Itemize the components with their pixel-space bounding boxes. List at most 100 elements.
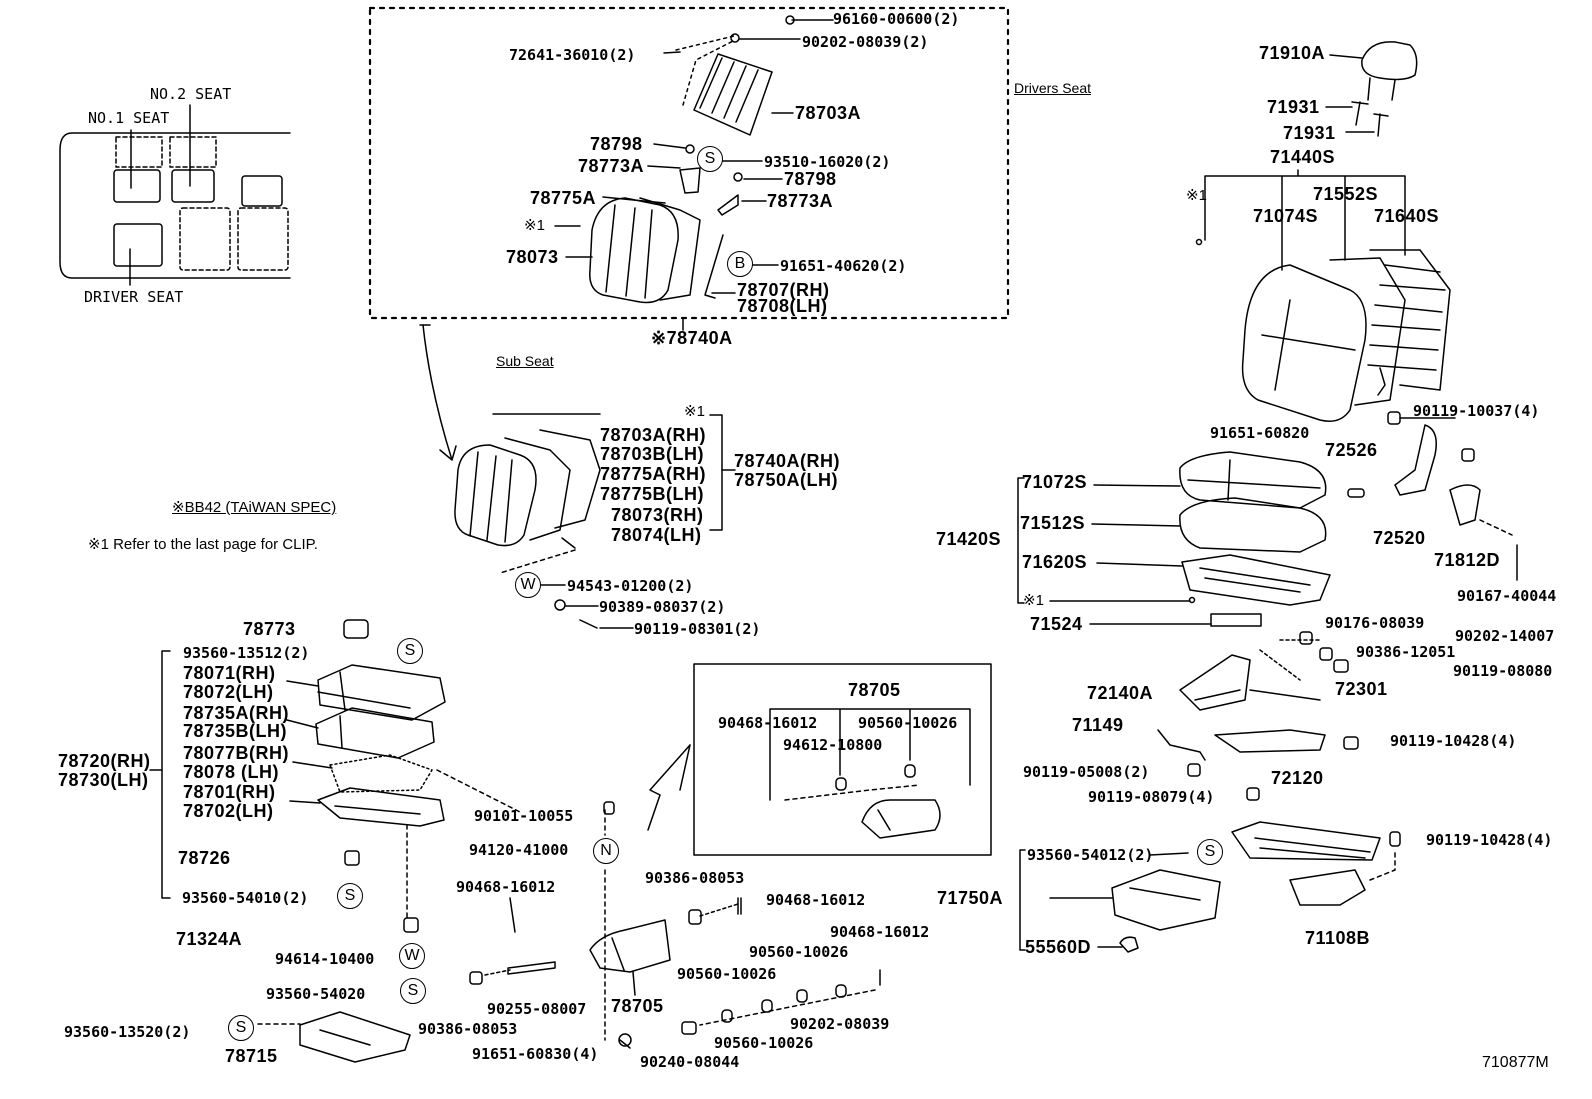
part-78703A-rh: 78703A(RH) <box>600 425 707 445</box>
locator-no1-seat: NO.1 SEAT <box>88 109 170 127</box>
part-72140A: 72140A <box>1087 683 1154 703</box>
part-90560-c: 90560-10026 <box>714 1034 814 1052</box>
sub-seat-title: Sub Seat <box>496 353 554 369</box>
part-78775B-lh: 78775B(LH) <box>600 484 705 504</box>
part-90389: 90389-08037(2) <box>599 598 726 616</box>
part-78077B: 78077B(RH) <box>183 743 290 763</box>
part-78715: 78715 <box>225 1046 278 1066</box>
part-71524: 71524 <box>1030 614 1083 634</box>
part-93560-54010: 93560-54010(2) <box>182 889 309 907</box>
part-71149: 71149 <box>1072 715 1124 735</box>
part-90119-08080: 90119-08080 <box>1453 662 1553 680</box>
locator-driver-seat: DRIVER SEAT <box>84 288 184 306</box>
clip-note: ※1 Refer to the last page for CLIP. <box>88 536 318 553</box>
part-90119-10428-a: 90119-10428(4) <box>1390 732 1517 750</box>
part-90167: 90167-40044 <box>1457 587 1557 605</box>
part-71420S: 71420S <box>936 529 1002 549</box>
part-78773: 78773 <box>243 619 296 639</box>
drivers-seat-title: Drivers Seat <box>1014 80 1092 96</box>
part-93560-13520: 93560-13520(2) <box>64 1023 191 1041</box>
part-90386-b: 90386-08053 <box>418 1020 518 1038</box>
part-90468-a: 90468-16012 <box>456 878 556 896</box>
symbol-s-left-2: S <box>337 883 363 909</box>
part-71440S: 71440S <box>1270 147 1336 167</box>
part-90119-05008: 90119-05008(2) <box>1023 763 1150 781</box>
part-78703A: 78703A <box>795 103 862 123</box>
inset-part-94612: 94612-10800 <box>783 736 883 754</box>
flow-arrow-1 <box>422 324 457 461</box>
part-78773A-b: 78773A <box>767 191 834 211</box>
part-78073: 78073 <box>506 247 559 267</box>
drivers-seat-box <box>368 6 1010 331</box>
part-78730: 78730(LH) <box>58 770 149 790</box>
part-93510: 93510-16020(2) <box>764 153 891 171</box>
driver-seat-assembly <box>1017 41 1518 953</box>
inset-part-90468: 90468-16012 <box>718 714 818 732</box>
clip-mark-sub: ※1 <box>684 403 705 420</box>
part-90240: 90240-08044 <box>640 1053 740 1071</box>
clip-mark-drivers: ※1 <box>524 217 545 234</box>
inset-box <box>693 663 992 856</box>
part-78071: 78071(RH) <box>183 663 276 683</box>
part-72301: 72301 <box>1335 679 1388 699</box>
part-90176: 90176-08039 <box>1325 614 1425 632</box>
part-93560-54012: 93560-54012(2) <box>1027 846 1154 864</box>
symbol-n: N <box>593 838 619 864</box>
part-78735A: 78735A(RH) <box>183 703 290 723</box>
part-90468-b: 90468-16012 <box>766 891 866 909</box>
part-93560-54020: 93560-54020 <box>266 985 366 1003</box>
part-78773A-a: 78773A <box>578 156 645 176</box>
part-71640S: 71640S <box>1374 206 1440 226</box>
part-71620S: 71620S <box>1022 552 1088 572</box>
part-90386-a: 90386-08053 <box>645 869 745 887</box>
locator-no2-seat: NO.2 SEAT <box>150 85 232 103</box>
part-71324A: 71324A <box>176 929 243 949</box>
clip-mark-right: ※1 <box>1186 187 1207 204</box>
part-91651-60830: 91651-60830(4) <box>472 1045 599 1063</box>
part-55560D: 55560D <box>1025 937 1092 957</box>
center-bracket <box>469 744 881 1049</box>
part-94543: 94543-01200(2) <box>567 577 694 595</box>
part-90202-08039-center: 90202-08039 <box>790 1015 890 1033</box>
symbol-s-left-4: S <box>228 1015 254 1041</box>
part-90560-a: 90560-10026 <box>749 943 849 961</box>
part-96160: 96160-00600(2) <box>833 10 960 28</box>
part-71072S: 71072S <box>1022 472 1088 492</box>
part-93560-13512: 93560-13512(2) <box>183 644 310 662</box>
symbol-s-left-3: S <box>400 978 426 1004</box>
part-90101: 90101-10055 <box>474 807 574 825</box>
part-71074S: 71074S <box>1253 206 1319 226</box>
symbol-s-drivers: S <box>697 146 723 172</box>
part-78701: 78701(RH) <box>183 782 276 802</box>
part-90560-b: 90560-10026 <box>677 965 777 983</box>
part-90386-12051: 90386-12051 <box>1356 643 1456 661</box>
part-78074-lh: 78074(LH) <box>611 525 702 545</box>
part-94120: 94120-41000 <box>469 841 569 859</box>
part-90119-10428-b: 90119-10428(4) <box>1426 831 1553 849</box>
part-78072: 78072(LH) <box>183 682 274 702</box>
part-91651-60820: 91651-60820 <box>1210 424 1310 442</box>
part-78705: 78705 <box>611 996 664 1016</box>
leader-lines <box>539 15 834 629</box>
part-91651-40620: 91651-40620(2) <box>780 257 907 275</box>
symbol-b: B <box>727 251 753 277</box>
symbol-w-sub: W <box>515 572 541 598</box>
part-78702: 78702(LH) <box>183 801 274 821</box>
clip-mark-cushion: ※1 <box>1023 592 1044 609</box>
part-71512S: 71512S <box>1020 513 1086 533</box>
part-78735B: 78735B(LH) <box>183 721 288 741</box>
part-78750A-lh: 78750A(LH) <box>734 470 839 490</box>
part-78740A-rh: 78740A(RH) <box>734 451 841 471</box>
part-78708: 78708(LH) <box>737 296 828 316</box>
part-90202-14007: 90202-14007 <box>1455 627 1555 645</box>
symbol-s-right: S <box>1197 839 1223 865</box>
part-72526: 72526 <box>1325 440 1378 460</box>
inset-part-78705: 78705 <box>848 680 901 700</box>
part-90119-08301: 90119-08301(2) <box>634 620 761 638</box>
symbol-s-left-1: S <box>397 638 423 664</box>
part-71931-a: 71931 <box>1267 97 1320 117</box>
part-72520: 72520 <box>1373 528 1426 548</box>
part-78726: 78726 <box>178 848 231 868</box>
part-78775A: 78775A <box>530 188 597 208</box>
